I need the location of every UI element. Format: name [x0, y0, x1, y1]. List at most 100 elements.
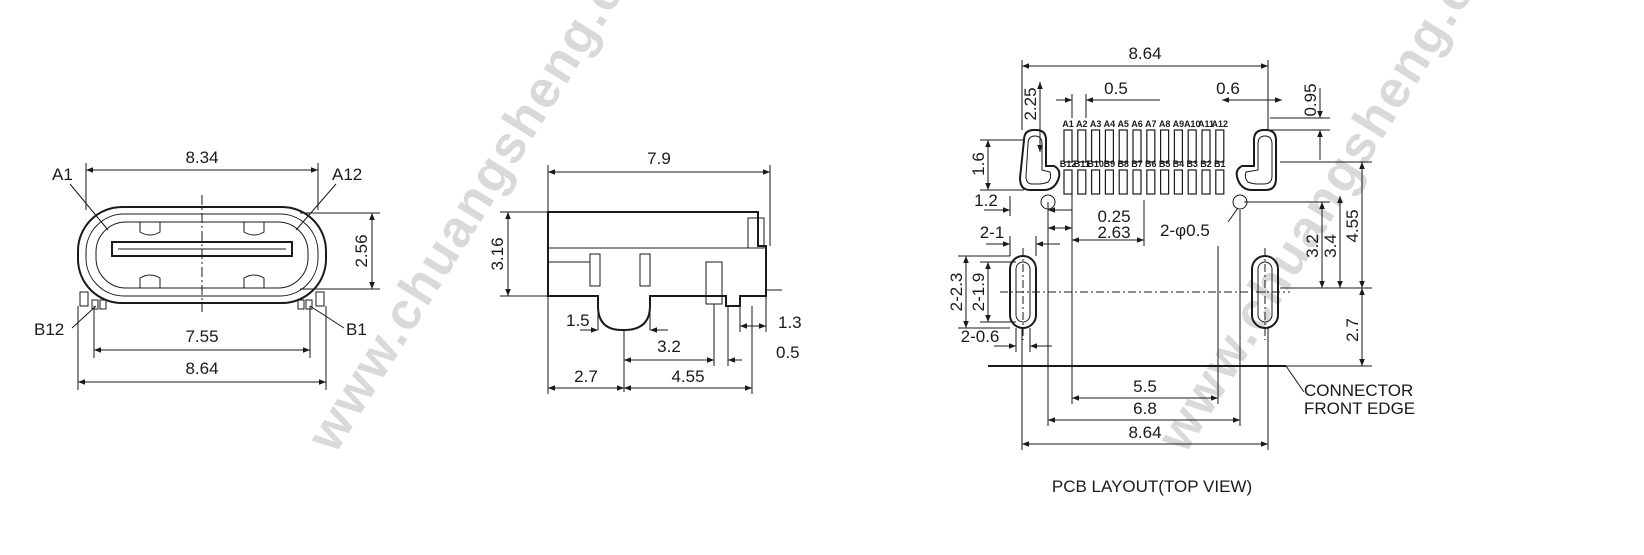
side-pin-2	[639, 253, 651, 287]
label-a1: A1	[52, 165, 73, 184]
pin-label: A4	[1104, 119, 1116, 129]
latch-top-left	[139, 222, 161, 236]
pin-label: A1	[1062, 119, 1074, 129]
leader-front-edge	[1285, 365, 1305, 393]
dim-label-side-2-7: 2.7	[574, 367, 598, 386]
latch-bottom-left	[139, 274, 161, 288]
dim-label-side-1-5: 1.5	[566, 311, 590, 330]
pin-label: A8	[1159, 119, 1171, 129]
side-latch	[747, 217, 765, 249]
pin-label: A6	[1131, 119, 1143, 129]
pcb-pad	[1090, 129, 1101, 163]
pin-label: A11	[1198, 119, 1214, 129]
leader-b12	[71, 305, 97, 329]
dim-label-pcb-3-2: 3.2	[1303, 234, 1322, 258]
pin-label: A10	[1184, 119, 1201, 129]
pin-label: B6	[1145, 159, 1157, 169]
dim-label-pcb-width-top: 8.64	[1128, 44, 1161, 63]
leader-a1	[69, 183, 109, 231]
row-b-pads	[1063, 169, 1225, 195]
watermark-text: www.chuangsheng.com	[295, 0, 679, 462]
label-b1: B1	[346, 320, 367, 339]
dim-label-pcb-4-55: 4.55	[1343, 209, 1362, 242]
pcb-pad	[1104, 169, 1115, 195]
side-pin-1	[589, 253, 601, 287]
label-a12: A12	[332, 165, 362, 184]
dim-label-height: 2.56	[352, 234, 371, 267]
pcb-pad	[1215, 169, 1225, 195]
pin-label: A12	[1212, 119, 1229, 129]
dim-label-pcb-5-5: 5.5	[1133, 377, 1157, 396]
pcb-pad	[1173, 129, 1184, 163]
dim-label-width-top: 8.34	[185, 148, 218, 167]
dim-label-side-4-55: 4.55	[671, 367, 704, 386]
pcb-pad	[1201, 169, 1211, 195]
latch-bottom-right	[243, 274, 265, 288]
dim-label-pcb-0-95: 0.95	[1301, 83, 1320, 116]
pcb-pad	[1187, 129, 1197, 163]
pin-label: B9	[1104, 159, 1116, 169]
leg-right	[315, 291, 325, 307]
pin-label: B11	[1074, 159, 1090, 169]
pcb-pad	[1063, 129, 1073, 163]
dim-label-pcb-2-25: 2.25	[1021, 87, 1040, 120]
pcb-pad	[1146, 169, 1156, 195]
dim-label-pcb-2-7: 2.7	[1343, 318, 1362, 342]
pin-label: B10	[1087, 159, 1104, 169]
leader-pcb-hole	[1227, 207, 1239, 223]
pcb-pad	[1187, 169, 1197, 195]
pin-label: B12	[1060, 159, 1077, 169]
pcb-pad	[1173, 169, 1184, 195]
dim-label-pcb-slot-inner-width: 2-0.6	[961, 327, 1000, 346]
dim-label-pcb-2-63: 2.63	[1097, 223, 1130, 242]
pcb-pad	[1104, 129, 1115, 163]
leader-a12	[295, 183, 337, 231]
dim-label-pcb-slot-width: 2-1	[980, 223, 1005, 242]
pcb-layout-caption: PCB LAYOUT(TOP VIEW)	[1052, 477, 1252, 496]
row-a-pads	[1063, 129, 1225, 163]
label-front-edge-1: CONNECTOR	[1304, 381, 1413, 400]
mount-pad-left	[1018, 129, 1061, 191]
pcb-pad	[1215, 129, 1225, 163]
dim-label-pcb-pitch: 0.5	[1104, 79, 1128, 98]
pcb-pad	[1201, 129, 1211, 163]
pcb-pad	[1090, 169, 1101, 195]
dim-label-side-length: 7.9	[647, 149, 671, 168]
leader-b1	[309, 305, 345, 329]
dim-label-pcb-slot-height: 2-2.3	[947, 273, 966, 312]
pcb-pad	[1132, 169, 1142, 195]
label-pcb-hole: 2-φ0.5	[1160, 221, 1210, 240]
dim-label-overall-width: 8.64	[185, 359, 218, 378]
mount-pad-right-inner	[1244, 135, 1273, 185]
dim-label-pcb-6-8: 6.8	[1133, 399, 1157, 418]
mount-pad-left-inner	[1025, 135, 1052, 185]
pin-label: B7	[1131, 159, 1143, 169]
dim-label-pcb-1-2: 1.2	[974, 191, 998, 210]
pin-label: B4	[1173, 159, 1185, 169]
pin-label: A2	[1076, 119, 1088, 129]
dim-label-pcb-0-25: 0.25	[1097, 207, 1130, 226]
pcb-pad	[1159, 129, 1170, 163]
leg-left	[79, 291, 89, 307]
pin-label: B5	[1159, 159, 1171, 169]
pin-label: A5	[1117, 119, 1129, 129]
side-body	[547, 211, 767, 331]
label-b12: B12	[34, 320, 64, 339]
pcb-pad	[1118, 169, 1128, 195]
pin-label: A7	[1145, 119, 1157, 129]
label-front-edge-2: FRONT EDGE	[1304, 399, 1415, 418]
dim-label-side-0-5: 0.5	[776, 343, 800, 362]
dim-label-side-3-2: 3.2	[657, 337, 681, 356]
pin-label: A9	[1173, 119, 1185, 129]
dim-label-pcb-1-6: 1.6	[969, 152, 988, 176]
pcb-pad	[1132, 129, 1142, 163]
pin-label: B8	[1117, 159, 1129, 169]
mount-pad-right	[1235, 129, 1277, 191]
dim-label-side-1-3: 1.3	[778, 313, 802, 332]
front-view: 8.34 A1 A12 2.56 B12 B1 7.55 8.64	[34, 148, 380, 390]
pcb-pad	[1118, 129, 1128, 163]
latch-top-right	[243, 222, 265, 236]
